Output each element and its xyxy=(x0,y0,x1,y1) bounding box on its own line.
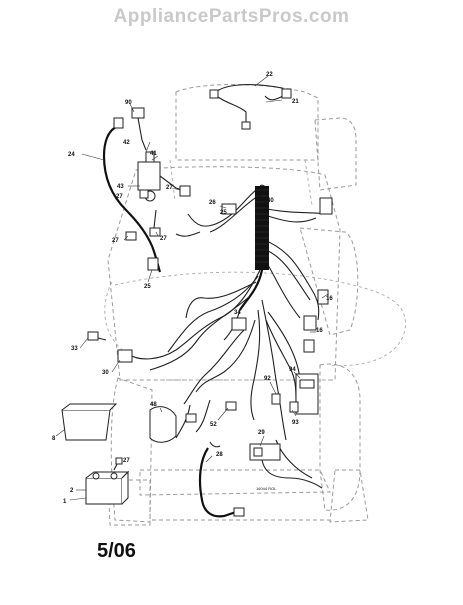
callout-48: 48 xyxy=(150,402,157,408)
tractor-outline xyxy=(104,84,406,526)
callout-25-a: 25 xyxy=(144,284,151,290)
battery-and-cable xyxy=(61,403,245,518)
callout-24: 24 xyxy=(68,152,75,158)
watermark: AppliancePartsPros.com xyxy=(113,6,350,27)
callout-42: 42 xyxy=(123,140,130,146)
callout-2: 2 xyxy=(70,488,74,494)
switch-components xyxy=(87,197,333,489)
callout-92: 92 xyxy=(264,376,271,382)
callout-33: 33 xyxy=(71,346,78,352)
drawing-number: 16044 ROL xyxy=(256,486,277,491)
callout-29: 29 xyxy=(258,430,265,436)
callout-34: 34 xyxy=(234,310,241,316)
callout-41: 41 xyxy=(150,151,157,157)
callout-28: 28 xyxy=(216,452,223,458)
callout-16-a: 16 xyxy=(326,296,333,302)
callout-8: 8 xyxy=(52,436,56,442)
callout-26: 26 xyxy=(209,200,216,206)
callout-27-e: 27 xyxy=(123,458,130,464)
callout-22: 22 xyxy=(266,72,273,78)
callout-27-d: 27 xyxy=(160,236,167,242)
callout-52: 52 xyxy=(210,422,217,428)
callout-27-b: 27 xyxy=(166,185,173,191)
callout-90: 90 xyxy=(125,100,132,106)
callout-94: 94 xyxy=(289,367,296,373)
callout-30: 30 xyxy=(102,370,109,376)
callout-leaders xyxy=(55,103,329,501)
revision-date: 5/06 xyxy=(97,540,136,562)
conduit-loom xyxy=(255,186,269,270)
callout-16-b: 16 xyxy=(316,328,323,334)
callout-21: 21 xyxy=(292,99,299,105)
callout-43: 43 xyxy=(117,184,124,190)
callout-40: 40 xyxy=(267,198,274,204)
callout-25-b: 25 xyxy=(220,210,227,216)
callout-labels: 22 21 90 24 42 41 40 43 27 27 27 27 25 2… xyxy=(52,72,333,505)
callout-93: 93 xyxy=(292,420,299,426)
starter-solenoid-assembly xyxy=(102,107,191,273)
callout-27-c: 27 xyxy=(112,238,119,244)
headlight-harness xyxy=(209,75,292,130)
callout-27-a: 27 xyxy=(116,194,123,200)
callout-1: 1 xyxy=(63,499,67,505)
